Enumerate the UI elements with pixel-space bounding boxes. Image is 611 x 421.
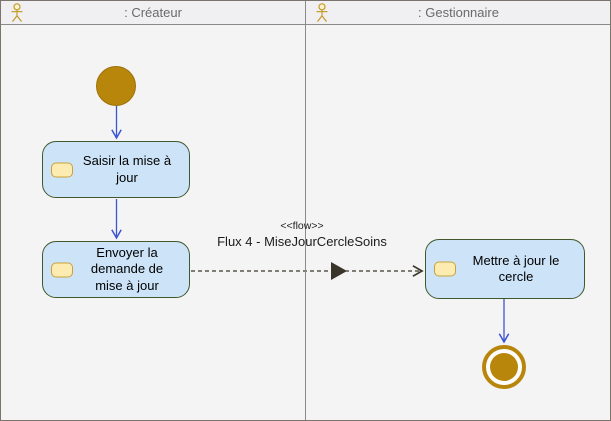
flow-stereotype-label: <<flow>> bbox=[280, 220, 324, 232]
action-icon bbox=[434, 261, 456, 277]
flow-label-group: <<flow>> Flux 4 - MiseJourCercleSoins bbox=[182, 220, 422, 249]
lane-title-createur: : Créateur bbox=[124, 5, 182, 20]
action-icon bbox=[51, 162, 73, 177]
initial-node[interactable] bbox=[96, 66, 136, 106]
activity-mettre[interactable]: Mettre à jour le cercle bbox=[425, 239, 585, 299]
actor-icon bbox=[316, 3, 328, 22]
activity-label: Saisir la mise à jour bbox=[82, 153, 172, 185]
actor-icon bbox=[11, 3, 23, 22]
flow-name-label: Flux 4 - MiseJourCercleSoins bbox=[217, 234, 387, 249]
activity-final-node[interactable] bbox=[482, 345, 526, 389]
lane-title-gestionnaire: : Gestionnaire bbox=[418, 5, 499, 20]
lane-header-gestionnaire[interactable]: : Gestionnaire bbox=[306, 1, 610, 25]
activity-envoyer[interactable]: Envoyer la demande de mise à jour bbox=[42, 241, 190, 298]
activity-label: Envoyer la demande de mise à jour bbox=[90, 245, 164, 293]
activity-label: Mettre à jour le cercle bbox=[472, 252, 560, 284]
final-node-inner-dot bbox=[490, 353, 518, 381]
flow-conveyed-triangle-icon bbox=[331, 262, 347, 280]
action-icon bbox=[51, 262, 73, 277]
lane-divider bbox=[305, 1, 306, 420]
lane-header-createur[interactable]: : Créateur bbox=[1, 1, 305, 25]
activity-saisir[interactable]: Saisir la mise à jour bbox=[42, 141, 190, 198]
